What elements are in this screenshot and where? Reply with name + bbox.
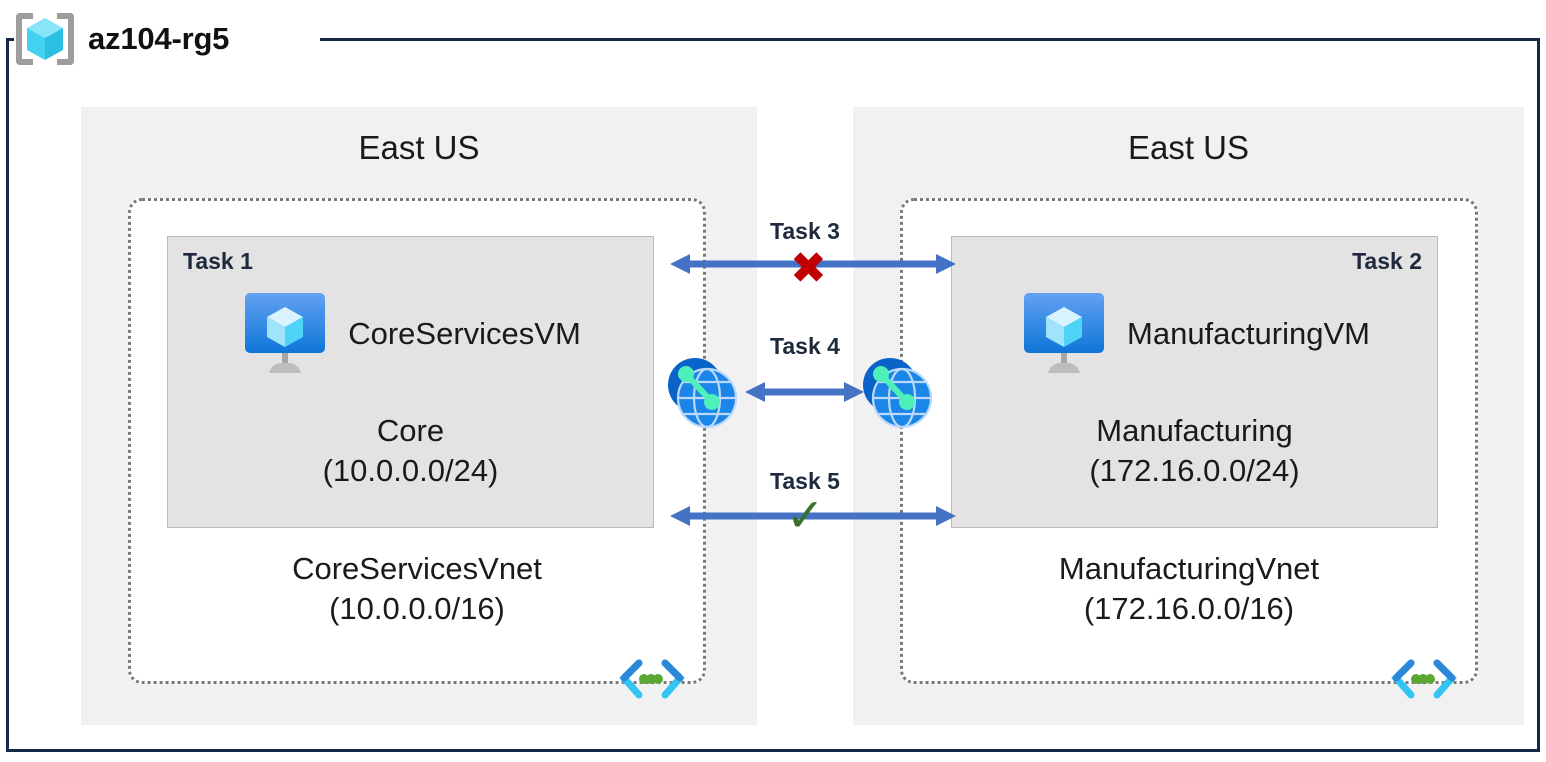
- connection-arrow-task4: [745, 377, 864, 407]
- resource-group-header: az104-rg5: [14, 6, 229, 72]
- vnet-name-core: CoreServicesVnet: [292, 551, 542, 586]
- virtual-machine-icon-manufacturing: [1019, 291, 1109, 377]
- bracket-right: [57, 13, 74, 65]
- connection-label-task5: Task 5: [770, 468, 840, 494]
- resource-group-name: az104-rg5: [88, 21, 230, 56]
- vnet-caption-manufacturing: ManufacturingVnet (172.16.0.0/16): [903, 549, 1475, 630]
- vm-row-manufacturing: ManufacturingVM: [952, 291, 1437, 377]
- subnet-name-manufacturing: Manufacturing: [1096, 413, 1293, 448]
- connection-arrow-task3: [670, 249, 956, 279]
- vnet-name-manufacturing: ManufacturingVnet: [1058, 551, 1320, 586]
- subnet-cidr-core: (10.0.0.0/24): [322, 452, 499, 488]
- task-tag-2: Task 2: [1352, 248, 1422, 274]
- subnet-name-core: Core: [376, 413, 445, 448]
- vnet-peering-icon-left: [663, 353, 741, 431]
- connection-label-task3: Task 3: [770, 218, 840, 244]
- resource-group-frame: [6, 38, 1540, 752]
- vnet-cidr-manufacturing: (172.16.0.0/16): [1083, 591, 1295, 627]
- connection-arrow-task5: [670, 501, 956, 531]
- vm-name-manufacturing: ManufacturingVM: [1127, 316, 1370, 351]
- subnet-cidr-manufacturing: (172.16.0.0/24): [1089, 452, 1300, 488]
- virtual-network-icon-manufacturing: [1389, 657, 1459, 701]
- subnet-caption-manufacturing: Manufacturing (172.16.0.0/24): [952, 411, 1437, 490]
- virtual-machine-icon-core: [240, 291, 330, 377]
- subnet-caption-core: Core (10.0.0.0/24): [168, 411, 653, 490]
- resource-group-title-gap: [14, 26, 320, 52]
- subnet-box-core: Task 1 CoreS: [167, 236, 654, 528]
- vm-row-core: CoreServicesVM: [168, 291, 653, 377]
- connection-status-cross-task3: ✖: [790, 244, 827, 293]
- vm-name-core: CoreServicesVM: [348, 316, 581, 351]
- connection-status-check-task5: ✓: [786, 489, 825, 541]
- vnet-cidr-core: (10.0.0.0/16): [329, 591, 505, 627]
- subnet-box-manufacturing: Task 2 Manuf: [951, 236, 1438, 528]
- vnet-caption-core: CoreServicesVnet (10.0.0.0/16): [131, 549, 703, 630]
- region-label-right: East US: [1127, 129, 1250, 166]
- region-label-left: East US: [358, 129, 480, 166]
- vnet-peering-icon-right: [858, 353, 936, 431]
- bracket-left: [16, 13, 33, 65]
- task-tag-1: Task 1: [183, 248, 253, 274]
- resource-group-cube-icon: [14, 8, 76, 70]
- connection-label-task4: Task 4: [770, 333, 840, 359]
- virtual-network-icon-core: [617, 657, 687, 701]
